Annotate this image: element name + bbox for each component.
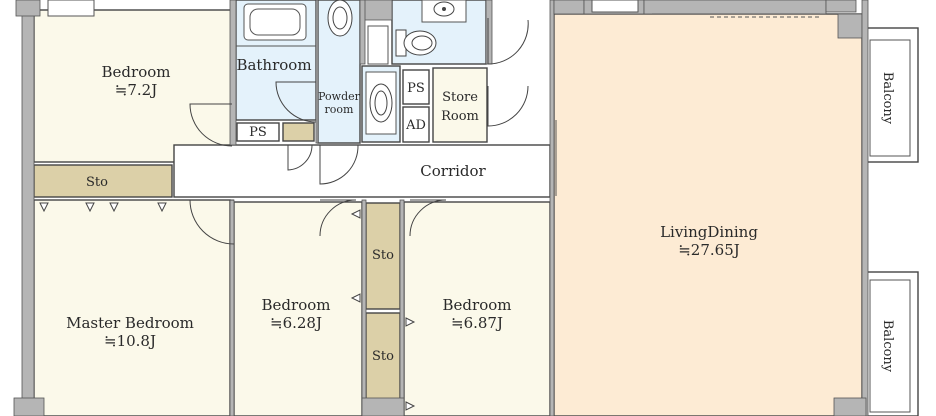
window-box bbox=[47, 0, 95, 17]
closet-marker-icon bbox=[39, 202, 416, 411]
ps-upper-label: PS bbox=[407, 81, 425, 96]
balcony-upper-label: Balcony bbox=[880, 72, 895, 125]
bedroom-top-size: ≒7.2J bbox=[115, 81, 157, 99]
sto-left-floor bbox=[33, 164, 173, 198]
toilet-icon bbox=[327, 0, 353, 37]
master-bedroom-name: Master Bedroom bbox=[66, 314, 194, 332]
ps-lower-label: PS bbox=[249, 125, 267, 140]
entry-box bbox=[591, 0, 639, 13]
ad-box bbox=[402, 106, 430, 143]
living-dining-name: LivingDining bbox=[660, 223, 758, 241]
ps-lower-box bbox=[236, 122, 280, 142]
balcony-lower-label: Balcony bbox=[880, 320, 895, 373]
sto-mid-upper-label: Sto bbox=[372, 248, 394, 263]
bathroom-label: Bathroom bbox=[236, 56, 311, 74]
walls bbox=[13, 0, 869, 416]
bedroom-top-floor bbox=[33, 9, 233, 163]
bedroom-right-size: ≒6.87J bbox=[451, 314, 503, 332]
bedroom-mid-floor bbox=[233, 201, 363, 416]
ps-upper-box bbox=[402, 69, 430, 105]
bedroom-mid-name: Bedroom bbox=[262, 296, 331, 314]
washbasin-icon bbox=[365, 71, 397, 135]
bathtub-icon bbox=[243, 3, 307, 41]
powder-room-label-2: room bbox=[325, 103, 355, 116]
sto-mid-upper-floor bbox=[365, 202, 401, 310]
corridor-label: Corridor bbox=[420, 162, 486, 180]
ad-label: AD bbox=[405, 118, 426, 133]
bedroom-mid-size: ≒6.28J bbox=[270, 314, 322, 332]
washer-space bbox=[367, 25, 389, 65]
corridor-floor bbox=[173, 144, 551, 198]
sink-icon bbox=[421, 0, 467, 23]
small-storage-box bbox=[282, 122, 315, 142]
door-swing-icon bbox=[189, 18, 557, 245]
store-room-floor bbox=[432, 67, 488, 143]
powder-room-label-1: Powder bbox=[318, 90, 361, 103]
toilet2-icon bbox=[395, 29, 437, 57]
store-room-label-1: Store bbox=[442, 90, 478, 105]
living-dining-size: ≒27.65J bbox=[678, 241, 740, 259]
master-bedroom-floor bbox=[33, 199, 231, 416]
living-dining-floor bbox=[553, 13, 863, 416]
bedroom-top-name: Bedroom bbox=[102, 63, 171, 81]
sto-left-label: Sto bbox=[86, 175, 108, 190]
bedroom-right-name: Bedroom bbox=[443, 296, 512, 314]
sto-mid-lower-label: Sto bbox=[372, 349, 394, 364]
balcony-lower-floor bbox=[865, 271, 919, 416]
store-room-label-2: Room bbox=[441, 109, 479, 124]
master-bedroom-size: ≒10.8J bbox=[104, 332, 156, 350]
